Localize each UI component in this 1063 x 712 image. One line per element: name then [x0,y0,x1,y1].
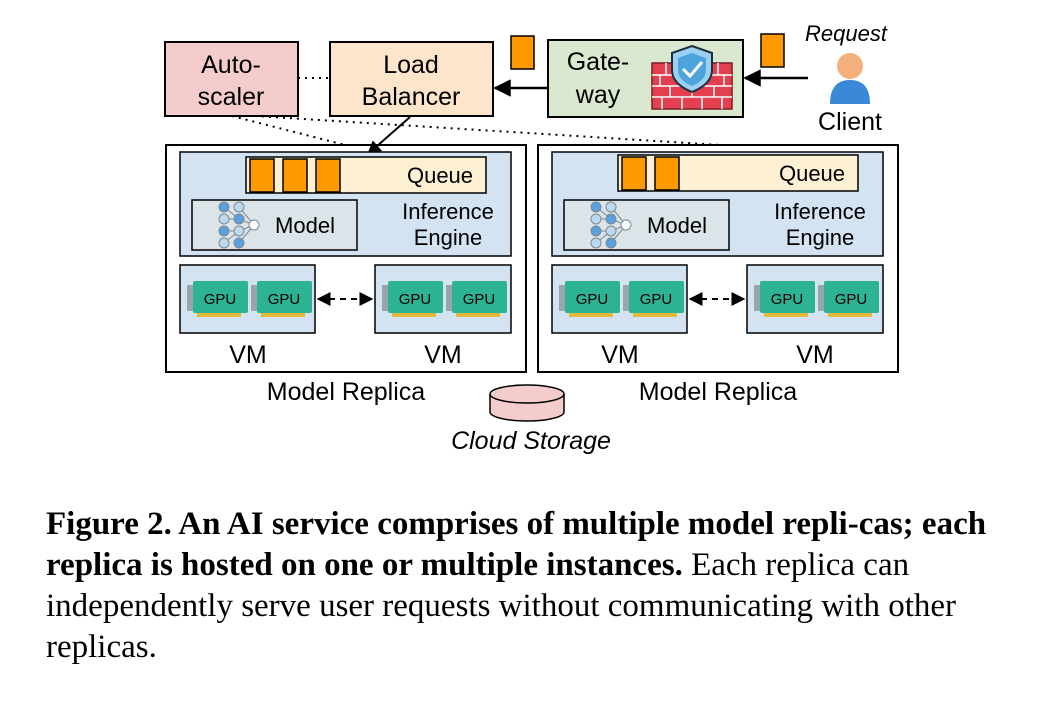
svg-text:GPU: GPU [463,291,496,308]
gpu-card: GPU [382,281,443,317]
replica-1-queue-request-1 [249,158,275,193]
request-label: Request [805,21,888,46]
database-icon [489,384,565,422]
client: Request Client [805,21,888,136]
firewall-shield-icon [651,44,733,110]
replica-1-queue-request-3 [315,158,341,193]
autoscaler-replica2-dotted-link [254,115,721,146]
replica-2-label: Model Replica [639,378,798,406]
cloud-storage-label: Cloud Storage [451,427,611,455]
replica-1-vm-2-label: VM [424,341,462,369]
autoscaler-replica1-dotted-link [231,115,346,146]
cloud-storage: Cloud Storage [451,384,611,455]
gpu-card: GPU [446,281,507,317]
autoscaler: Auto- scaler [164,41,299,117]
lb-to-replica1-arrow [366,116,411,155]
svg-text:GPU: GPU [204,291,237,308]
architecture-diagram: Auto- scaler Load Balancer Gate- way [164,21,899,455]
neural-network-icon [218,201,260,249]
gateway-label-line2: way [575,81,621,109]
model-replica-2: Queue Model Inference Engine GPU [537,144,899,406]
autoscaler-label-line2: scaler [198,83,265,111]
svg-text:GPU: GPU [268,291,301,308]
replica-2-vm-1-label: VM [601,341,639,369]
svg-text:GPU: GPU [399,291,432,308]
request-token-gateway [760,33,785,68]
gpu-card: GPU [559,281,620,317]
gpu-card: GPU [251,281,312,317]
replica-1-vm-1-label: VM [229,341,267,369]
load-balancer-box [329,41,494,117]
replica-1-label: Model Replica [267,378,426,406]
gateway: Gate- way [547,39,744,118]
replica-2-queue-request-2 [654,156,680,191]
replica-2-queue-request-1 [621,156,647,191]
replica-1-engine-label-line2: Engine [414,225,483,250]
replica-2-queue-label: Queue [779,161,845,186]
load-balancer: Load Balancer [329,41,494,117]
caption-bold-text: Figure 2. An AI service comprises of mul… [46,506,987,583]
replica-1-queue-label: Queue [407,163,473,188]
gpu-card: GPU [754,281,815,317]
replica-2-frame [537,144,899,373]
user-icon [830,53,870,104]
neural-network-icon [590,201,632,249]
figure-caption: Figure 2. An AI service comprises of mul… [46,504,1026,668]
gpu-card: GPU [818,281,879,317]
load-balancer-label-line2: Balancer [362,83,461,111]
load-balancer-label-line1: Load [383,51,439,79]
replica-1-queue-request-2 [282,158,308,193]
svg-text:GPU: GPU [835,291,868,308]
request-token-lb [510,35,535,70]
gpu-card: GPU [187,281,248,317]
autoscaler-box [164,41,299,117]
client-label: Client [818,108,882,136]
autoscaler-label-line1: Auto- [201,51,261,79]
svg-text:GPU: GPU [640,291,673,308]
caption-body-text: Each replica can independently serve use… [46,547,957,665]
replica-1-frame [165,144,527,373]
gpu-card: GPU [623,281,684,317]
replica-2-engine-label-line1: Inference [774,199,866,224]
replica-2-model-label: Model [647,213,707,238]
svg-text:GPU: GPU [771,291,804,308]
svg-text:GPU: GPU [576,291,609,308]
replica-1-engine-label-line1: Inference [402,199,494,224]
model-replica-1: Queue Model Inference Engine GPU [165,144,527,406]
gateway-label-line1: Gate- [567,48,630,76]
replica-2-vm-2-label: VM [796,341,834,369]
replica-2-engine-label-line2: Engine [786,225,855,250]
replica-1-model-label: Model [275,213,335,238]
